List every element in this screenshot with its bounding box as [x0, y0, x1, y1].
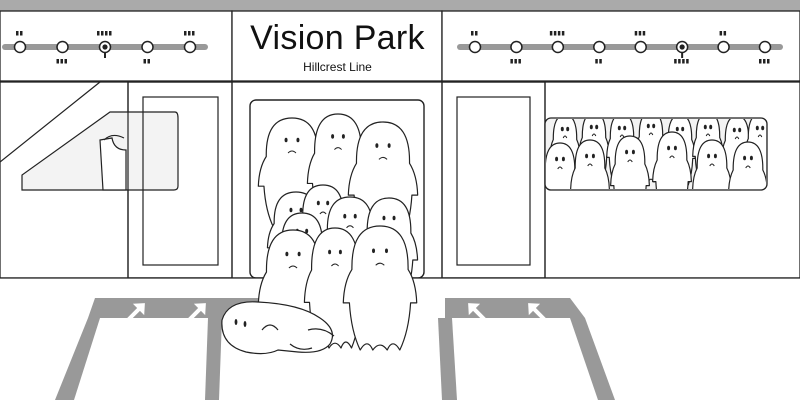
- route-stop: [183, 31, 197, 54]
- route-stop: [549, 31, 565, 54]
- passenger: [611, 136, 650, 189]
- route-stop: [510, 40, 523, 64]
- window-crowd: [546, 119, 766, 189]
- floor-arrow-icon: [127, 303, 546, 321]
- passenger: [653, 132, 692, 189]
- fallen-passenger: [221, 301, 335, 355]
- route-stop: [634, 31, 647, 54]
- route-stop: [758, 40, 772, 64]
- route-stop: [56, 40, 69, 64]
- floor-arrow: [528, 303, 546, 321]
- passenger: [343, 226, 416, 350]
- roof-band: [0, 0, 800, 11]
- route-stop: [13, 31, 27, 54]
- passenger: [693, 140, 732, 189]
- passenger: [729, 142, 766, 189]
- floor-arrow: [188, 303, 206, 321]
- route-stop: [97, 31, 112, 58]
- route-stop: [593, 40, 606, 64]
- right-window: [544, 117, 768, 191]
- route-map-left-icon: [2, 31, 208, 64]
- floor-arrow: [127, 303, 145, 321]
- route-stop: [141, 40, 154, 64]
- passenger: [546, 143, 580, 189]
- floor-arrow: [468, 303, 486, 321]
- route-stop: [468, 31, 482, 54]
- passenger: [571, 140, 610, 189]
- route-stop: [717, 31, 730, 54]
- route-stop: [674, 40, 689, 64]
- boarding-zone-right: [445, 298, 585, 318]
- left-window: [0, 81, 179, 191]
- route-map-right-icon: [457, 31, 783, 64]
